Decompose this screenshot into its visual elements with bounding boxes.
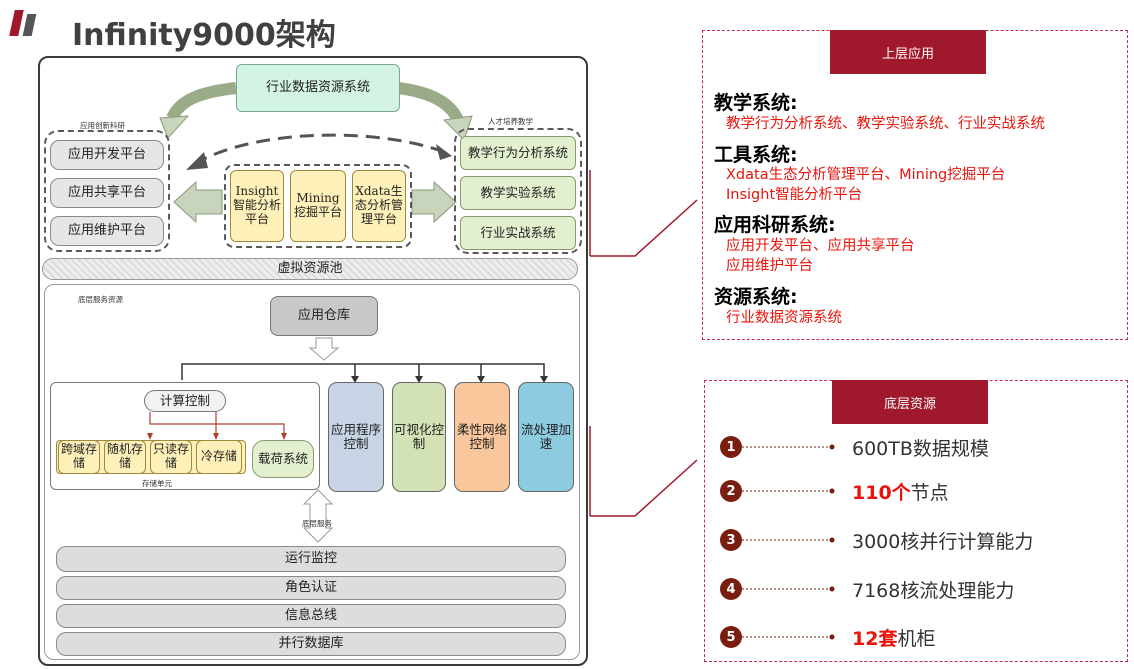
col-stream-accel: 流处理加速 bbox=[518, 382, 574, 492]
system-desc-research-2: 应用维护平台 bbox=[726, 258, 813, 274]
col-visual-control: 可视化控制 bbox=[392, 382, 446, 492]
app-repository: 应用仓库 bbox=[270, 296, 378, 336]
resource-number-5: 5 bbox=[720, 626, 742, 648]
storage-readonly: 只读存储 bbox=[150, 440, 192, 474]
diagram-arrows bbox=[147, 82, 548, 543]
tool-mining: Mining挖掘平台 bbox=[290, 170, 346, 242]
resource-number-3: 3 bbox=[720, 529, 742, 551]
resource-item-1-text: 600TB数据规模 bbox=[852, 438, 989, 460]
platform-app-maintain: 应用维护平台 bbox=[50, 216, 164, 246]
storage-cross-domain: 跨域存储 bbox=[58, 440, 100, 474]
resource-item-2: 110个节点 bbox=[852, 478, 949, 505]
curve-arrow-left bbox=[166, 82, 237, 121]
lower-panel-header: 底层资源 bbox=[832, 380, 988, 424]
curve-arrow-left-head bbox=[159, 115, 190, 139]
resource-item-4: 7168核流处理能力 bbox=[852, 576, 1014, 603]
block-arrow-left bbox=[173, 180, 223, 224]
right-group bbox=[454, 128, 582, 254]
system-desc-resource-1: 行业数据资源系统 bbox=[726, 310, 842, 326]
service-label: 底层服务 bbox=[302, 519, 332, 528]
layer-parallel-db: 并行数据库 bbox=[56, 632, 566, 656]
right-group-label: 人才培养教学 bbox=[488, 117, 533, 126]
virtual-resource-pool: 虚拟资源池 bbox=[42, 258, 578, 280]
load-system: 载荷系统 bbox=[252, 440, 314, 478]
resource-item-1: 600TB数据规模 bbox=[852, 434, 989, 461]
dashed-curve-arrow bbox=[197, 133, 445, 164]
architecture-frame bbox=[38, 56, 588, 666]
system-desc-teaching-1: 教学行为分析系统、教学实验系统、行业实战系统 bbox=[726, 116, 1045, 132]
col-app-control: 应用程序控制 bbox=[328, 382, 384, 492]
system-name-resource: 资源系统: bbox=[714, 286, 798, 308]
left-group-label: 应用创新科研 bbox=[80, 121, 125, 130]
compute-storage-group bbox=[50, 382, 320, 490]
center-group bbox=[224, 164, 412, 248]
connector-line bbox=[181, 363, 545, 380]
resource-number-4: 4 bbox=[720, 578, 742, 600]
platform-app-share: 应用共享平台 bbox=[50, 178, 164, 208]
resource-item-3-text: 3000核并行计算能力 bbox=[852, 531, 1034, 553]
resource-item-2-bold: 110个 bbox=[852, 482, 911, 504]
compute-red-connector bbox=[149, 412, 285, 436]
bottom-group-label: 底层服务资源 bbox=[78, 295, 123, 304]
storage-cold: 冷存储 bbox=[196, 440, 242, 474]
compute-control: 计算控制 bbox=[144, 390, 226, 412]
service-double-arrow bbox=[302, 489, 334, 543]
resource-item-2-text: 节点 bbox=[910, 482, 949, 504]
system-desc-research-1: 应用开发平台、应用共享平台 bbox=[726, 238, 915, 254]
tool-xdata: Xdata生态分析管理平台 bbox=[352, 170, 406, 242]
system-teaching-behavior: 教学行为分析系统 bbox=[460, 136, 576, 170]
resource-item-3: 3000核并行计算能力 bbox=[852, 527, 1033, 554]
system-desc-tools-2: Insight智能分析平台 bbox=[726, 187, 863, 203]
resource-item-4-text: 7168核流处理能力 bbox=[852, 580, 1015, 602]
layer-monitoring: 运行监控 bbox=[56, 546, 566, 572]
bottom-resource-group bbox=[44, 284, 580, 660]
tool-insight: Insight智能分析平台 bbox=[230, 170, 284, 242]
resource-item-5: 12套机柜 bbox=[852, 624, 935, 651]
layer-info-bus: 信息总线 bbox=[56, 604, 566, 628]
dashed-arrow-head bbox=[186, 152, 208, 170]
repo-down-arrow bbox=[308, 337, 340, 361]
left-group bbox=[44, 130, 170, 252]
page-title: Infinity9000架构 bbox=[72, 18, 336, 53]
system-desc-tools-1: Xdata生态分析管理平台、Mining挖掘平台 bbox=[726, 167, 1006, 183]
col-network-control: 柔性网络控制 bbox=[454, 382, 510, 492]
dashed-arrow-tail bbox=[436, 144, 452, 160]
storage-unit-label: 存储单元 bbox=[142, 479, 172, 488]
resource-item-5-bold: 12套 bbox=[852, 628, 898, 650]
system-teaching-experiment: 教学实验系统 bbox=[460, 176, 576, 210]
top-box-data-resource: 行业数据资源系统 bbox=[236, 64, 400, 112]
storage-random: 随机存储 bbox=[104, 440, 146, 474]
system-name-teaching: 教学系统: bbox=[714, 92, 798, 114]
upper-panel-header: 上层应用 bbox=[830, 30, 986, 74]
system-name-research: 应用科研系统: bbox=[714, 214, 836, 236]
platform-app-dev: 应用开发平台 bbox=[50, 140, 164, 170]
resource-number-1: 1 bbox=[720, 436, 742, 458]
system-industry-practice: 行业实战系统 bbox=[460, 216, 576, 250]
system-name-tools: 工具系统: bbox=[714, 144, 798, 166]
layer-auth: 角色认证 bbox=[56, 576, 566, 600]
resource-dotted-leaders bbox=[742, 444, 835, 640]
callout-lines bbox=[589, 170, 698, 517]
resource-item-5-text: 机柜 bbox=[897, 628, 936, 650]
resource-number-2: 2 bbox=[720, 480, 742, 502]
curve-arrow-right bbox=[397, 82, 464, 123]
block-arrow-right bbox=[411, 180, 457, 224]
